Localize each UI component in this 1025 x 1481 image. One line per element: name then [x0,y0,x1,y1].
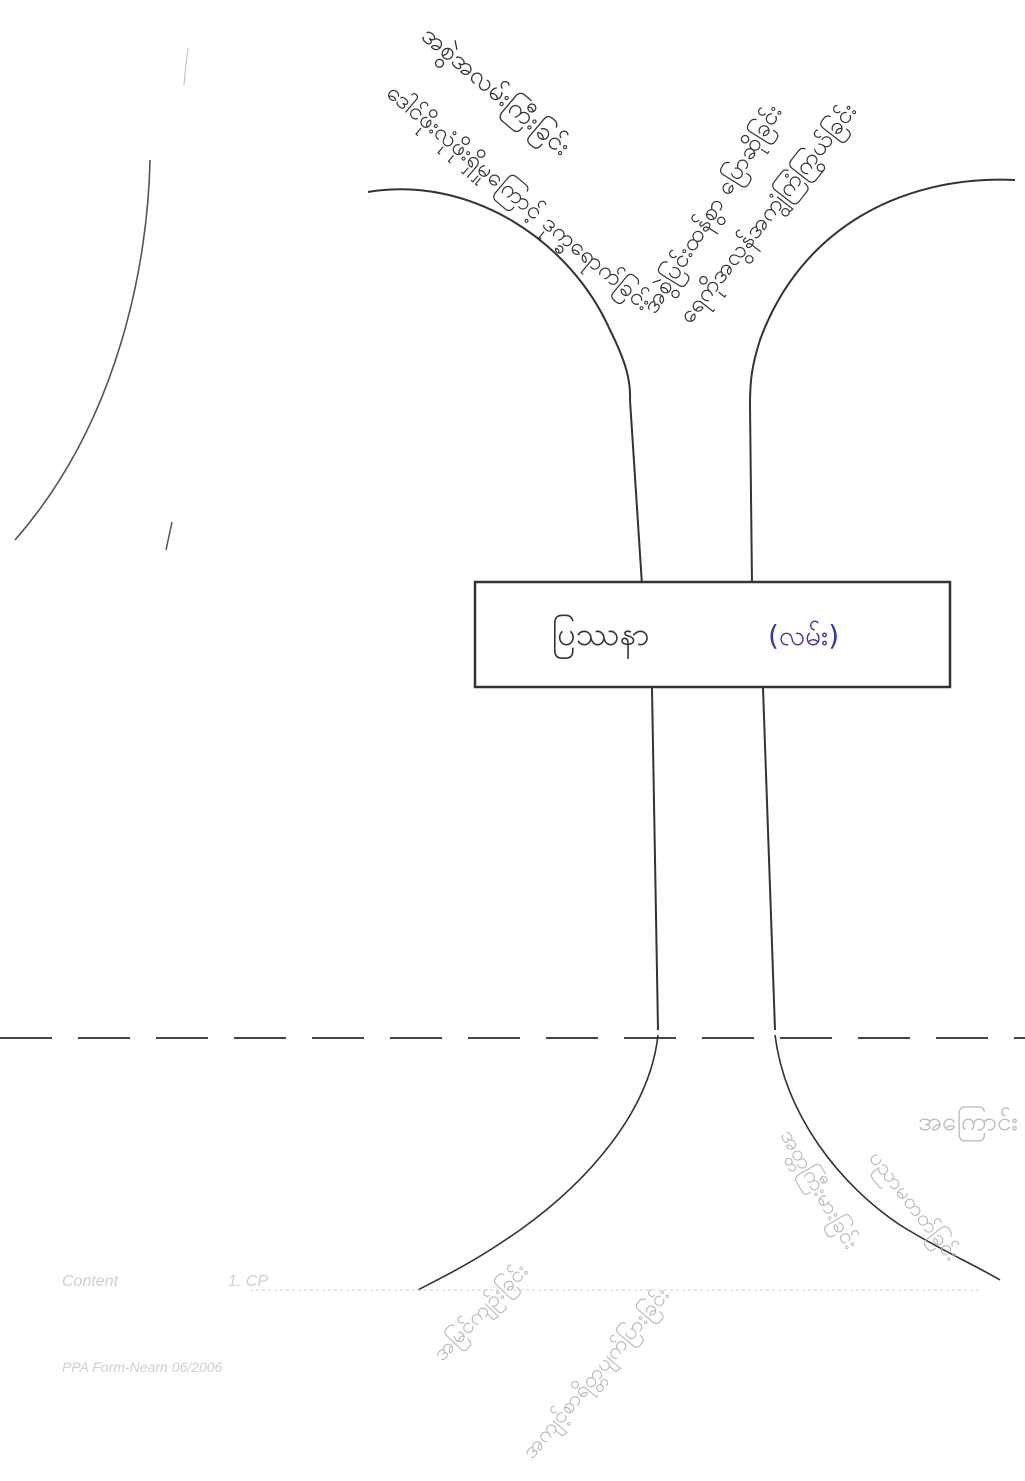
root-label-1: အမြင်ကျဉ်းခြင်း [427,1257,536,1369]
problem-box [475,582,950,687]
root-outline [418,1035,1000,1290]
root-label-2: အကျင့်စာရိတ္တပျက်ပြားခြင်း [516,1282,678,1467]
form-content-label: Content [62,1273,119,1290]
side-note: အကြောင်း [918,1104,1018,1142]
crown-right-curve [750,180,1015,585]
form-content-value: 1. CP [228,1273,268,1290]
form-footer-code: PPA Form-Nearn 06/2006 [62,1359,223,1375]
problem-label: ပြဿနာ [552,615,649,659]
stray-pencil-marks [15,48,188,550]
problem-label-note: (လမ်း) [768,618,839,652]
trunk-right-line [763,688,775,1030]
root-left-curve [418,1035,658,1290]
trunk-left-line [652,688,658,1030]
